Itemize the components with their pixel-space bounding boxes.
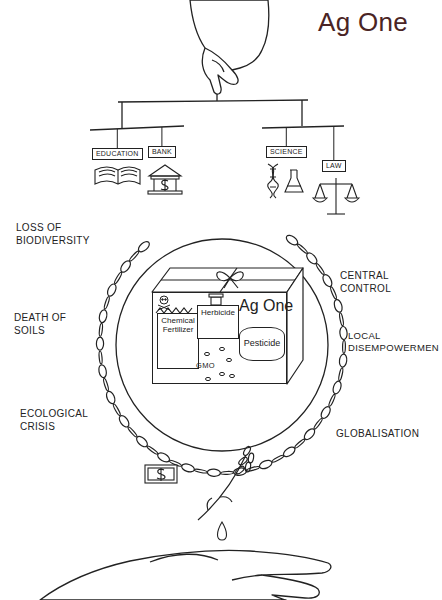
hanger-string: [333, 126, 334, 160]
chain-link: [117, 414, 130, 429]
chain-link: [181, 463, 196, 474]
chain-link: [315, 263, 325, 275]
chain-link: [106, 283, 118, 298]
node-text: BANK: [152, 148, 172, 156]
side-label: ECOLOGICAL CRISIS: [20, 408, 98, 433]
chain-link: [313, 418, 323, 430]
node-text: SCIENCE: [270, 148, 303, 156]
water-drop: [218, 522, 227, 540]
gmo-seeds: [194, 347, 235, 380]
chain-link: [339, 326, 347, 340]
inner-circle: [116, 239, 328, 451]
chain-link: [258, 459, 273, 471]
chain-link: [339, 313, 344, 326]
chain-link: [98, 364, 108, 378]
hanger-string: [117, 129, 118, 148]
title: Ag One: [318, 6, 408, 39]
chain-link: [103, 378, 110, 391]
chain-link: [271, 454, 284, 463]
hanging-label-box: EDUCATION: [92, 148, 143, 160]
product-container: Herbicide: [197, 305, 239, 339]
chain-link: [330, 286, 338, 299]
side-label: GLOBALISATION: [336, 428, 419, 441]
chain-link: [343, 340, 346, 353]
mobile-beams: [90, 100, 344, 130]
chain-link: [137, 240, 152, 254]
chain-link: [297, 243, 308, 254]
wheat-stalk: [198, 445, 254, 520]
node-text: EDUCATION: [96, 150, 139, 158]
science-icons: [268, 164, 303, 198]
chain-link: [99, 323, 103, 336]
chain-link: [114, 272, 123, 285]
product-container: Pesticide: [239, 327, 285, 361]
node-text: LAW: [326, 162, 342, 170]
chain-link: [339, 354, 348, 368]
chain-link: [328, 394, 336, 407]
chain-link: [103, 296, 110, 309]
chain-link: [99, 351, 103, 364]
hanger-string: [286, 127, 287, 146]
gift-box-faces: [152, 268, 303, 384]
chain-link: [129, 250, 140, 261]
chain-link: [319, 405, 332, 420]
hanger-string: [161, 127, 162, 146]
node-text: Ag One: [239, 297, 293, 315]
hanging-label-box: SCIENCE: [266, 146, 307, 158]
dollar-bill: [145, 465, 177, 483]
bottom-hand: [40, 550, 331, 600]
node-text: Pesticide: [242, 331, 282, 349]
chain-link: [146, 445, 158, 455]
chain-link: [321, 273, 334, 288]
chain-link: [96, 337, 103, 350]
law-scales-icon: [313, 178, 359, 214]
side-label: LOSS OF BIODIVERSITY: [16, 222, 104, 247]
chain-link: [332, 380, 343, 395]
chain-link: [194, 469, 207, 474]
chain-link: [98, 309, 108, 323]
hanger-strings: [117, 126, 333, 160]
chain-link: [156, 451, 171, 464]
bank-building-icon: [148, 165, 182, 194]
chain-link: [333, 299, 344, 314]
chain-link: [207, 469, 220, 477]
gift-box: Ag OneChemical FertilizerHerbicidePestic…: [152, 292, 287, 384]
node-text: Herbicide: [200, 309, 236, 318]
chain-link: [105, 390, 117, 405]
chain-link: [282, 445, 297, 458]
node-text: Chemical Fertilizer: [160, 317, 196, 335]
hanging-label-box: BANK: [148, 146, 176, 158]
chain-link: [112, 403, 121, 416]
product-container: Chemical Fertilizer: [157, 313, 199, 369]
chain-link: [338, 368, 344, 381]
chain-link: [127, 426, 138, 438]
side-label: CENTRAL CONTROL: [340, 270, 420, 295]
side-label: GMO: [196, 361, 215, 370]
side-label: LOCAL DISEMPOWERMEN: [348, 330, 438, 354]
side-label: DEATH OF SOILS: [14, 312, 80, 337]
education-book-icon: [95, 167, 140, 184]
chain-link: [294, 438, 306, 449]
chain: [96, 233, 347, 476]
top-hand: [190, 0, 269, 101]
hanging-label-box: LAW: [322, 160, 346, 172]
chain-link: [221, 471, 234, 474]
